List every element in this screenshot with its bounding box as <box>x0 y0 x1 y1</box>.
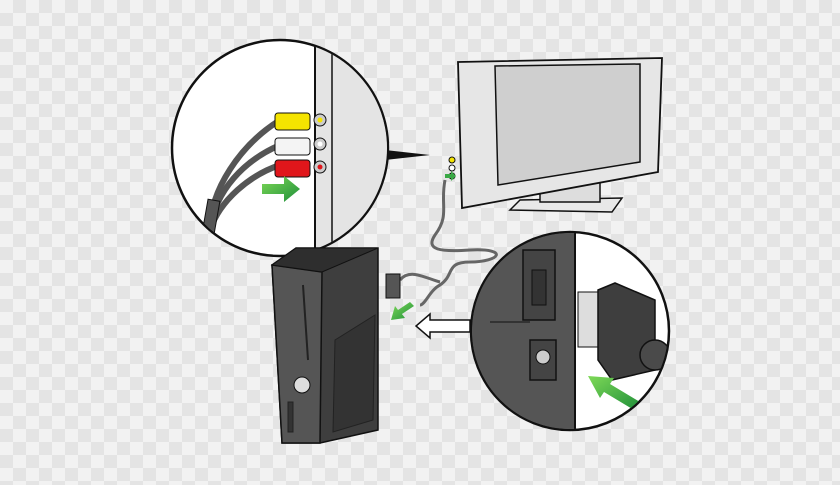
red-plug <box>274 159 311 178</box>
insert-arrow-icon <box>262 176 300 202</box>
av-connector <box>385 273 401 299</box>
television <box>445 57 663 213</box>
insert-arrow-icon <box>445 171 456 181</box>
av-ports-closeup <box>170 38 430 258</box>
insert-arrow-icon <box>391 302 414 320</box>
insert-arrow-icon <box>588 376 640 410</box>
direction-arrow-icon <box>414 312 471 340</box>
yellow-plug <box>274 112 311 131</box>
white-plug <box>274 137 311 156</box>
tv-screen <box>494 63 641 186</box>
av-cable <box>419 179 498 307</box>
game-console <box>270 247 379 444</box>
